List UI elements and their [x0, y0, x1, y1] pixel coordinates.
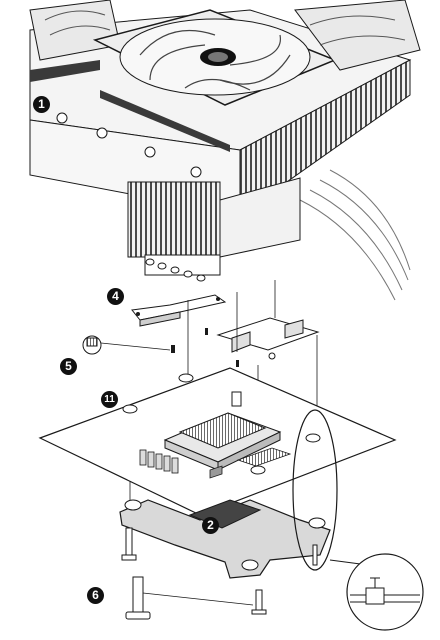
- heatpipe-caps: [56, 112, 202, 178]
- fan-right: [294, 0, 421, 71]
- step-badge-1: 1: [33, 96, 50, 113]
- backplate-screws: [121, 527, 318, 615]
- standoff-detail: [82, 335, 171, 355]
- cooler-base-block: [127, 177, 301, 282]
- board-components: [139, 447, 292, 479]
- small-screws: [171, 328, 239, 367]
- pin-detail: [125, 576, 254, 620]
- magnifier-callout: [292, 409, 424, 631]
- step-badge-11: 11: [101, 391, 118, 408]
- mounting-bar-right: [216, 317, 320, 360]
- step-badge-6: 6: [87, 587, 104, 604]
- backplate: [119, 499, 331, 579]
- fan-center: [92, 9, 337, 106]
- mounting-bar-left: [131, 294, 227, 327]
- cpu-socket: [163, 391, 282, 471]
- step-badge-5: 5: [60, 358, 77, 375]
- step-badge-4: 4: [107, 288, 124, 305]
- step-badge-2: 2: [202, 517, 219, 534]
- board-washers: [122, 373, 321, 475]
